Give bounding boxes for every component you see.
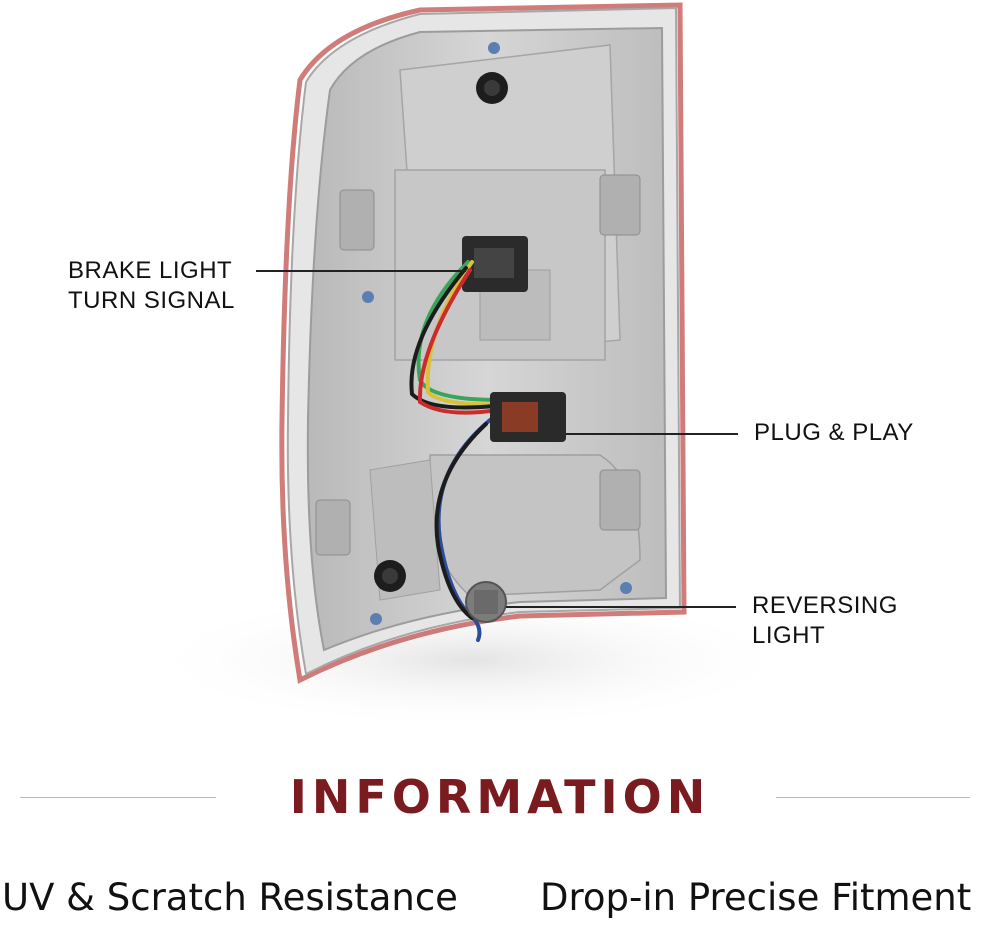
- callout-brake-line2: TURN SIGNAL: [68, 287, 235, 314]
- callout-reversing-line1: REVERSING: [752, 592, 898, 619]
- tail-light-housing-image: [140, 2, 800, 730]
- divider-left: [20, 797, 216, 798]
- callout-plug-leader: [566, 433, 738, 435]
- feature-uv-scratch: UV & Scratch Resistance: [2, 876, 458, 919]
- callout-reversing: REVERSING LIGHT: [752, 591, 898, 651]
- divider-right: [776, 797, 970, 798]
- wire-harness-icon: [409, 260, 507, 642]
- callout-brake-leader: [256, 270, 466, 272]
- callout-brake-turn: BRAKE LIGHT TURN SIGNAL: [68, 256, 235, 316]
- callout-brake-line1: BRAKE LIGHT: [68, 257, 233, 284]
- mounting-stud-icon: [374, 72, 508, 592]
- bulb-socket-icon: [465, 581, 507, 623]
- callout-plug-line1: PLUG & PLAY: [754, 419, 914, 446]
- section-header: INFORMATION: [0, 768, 1000, 828]
- mounting-screw-icon: [362, 42, 632, 625]
- section-title: INFORMATION: [289, 770, 711, 824]
- side-clip: [315, 174, 641, 556]
- feature-drop-in-fitment: Drop-in Precise Fitment: [540, 876, 972, 919]
- callout-plug-play: PLUG & PLAY: [754, 418, 914, 448]
- callout-reversing-leader: [506, 606, 736, 608]
- callout-reversing-line2: LIGHT: [752, 622, 826, 649]
- lens-edge: [279, 2, 687, 684]
